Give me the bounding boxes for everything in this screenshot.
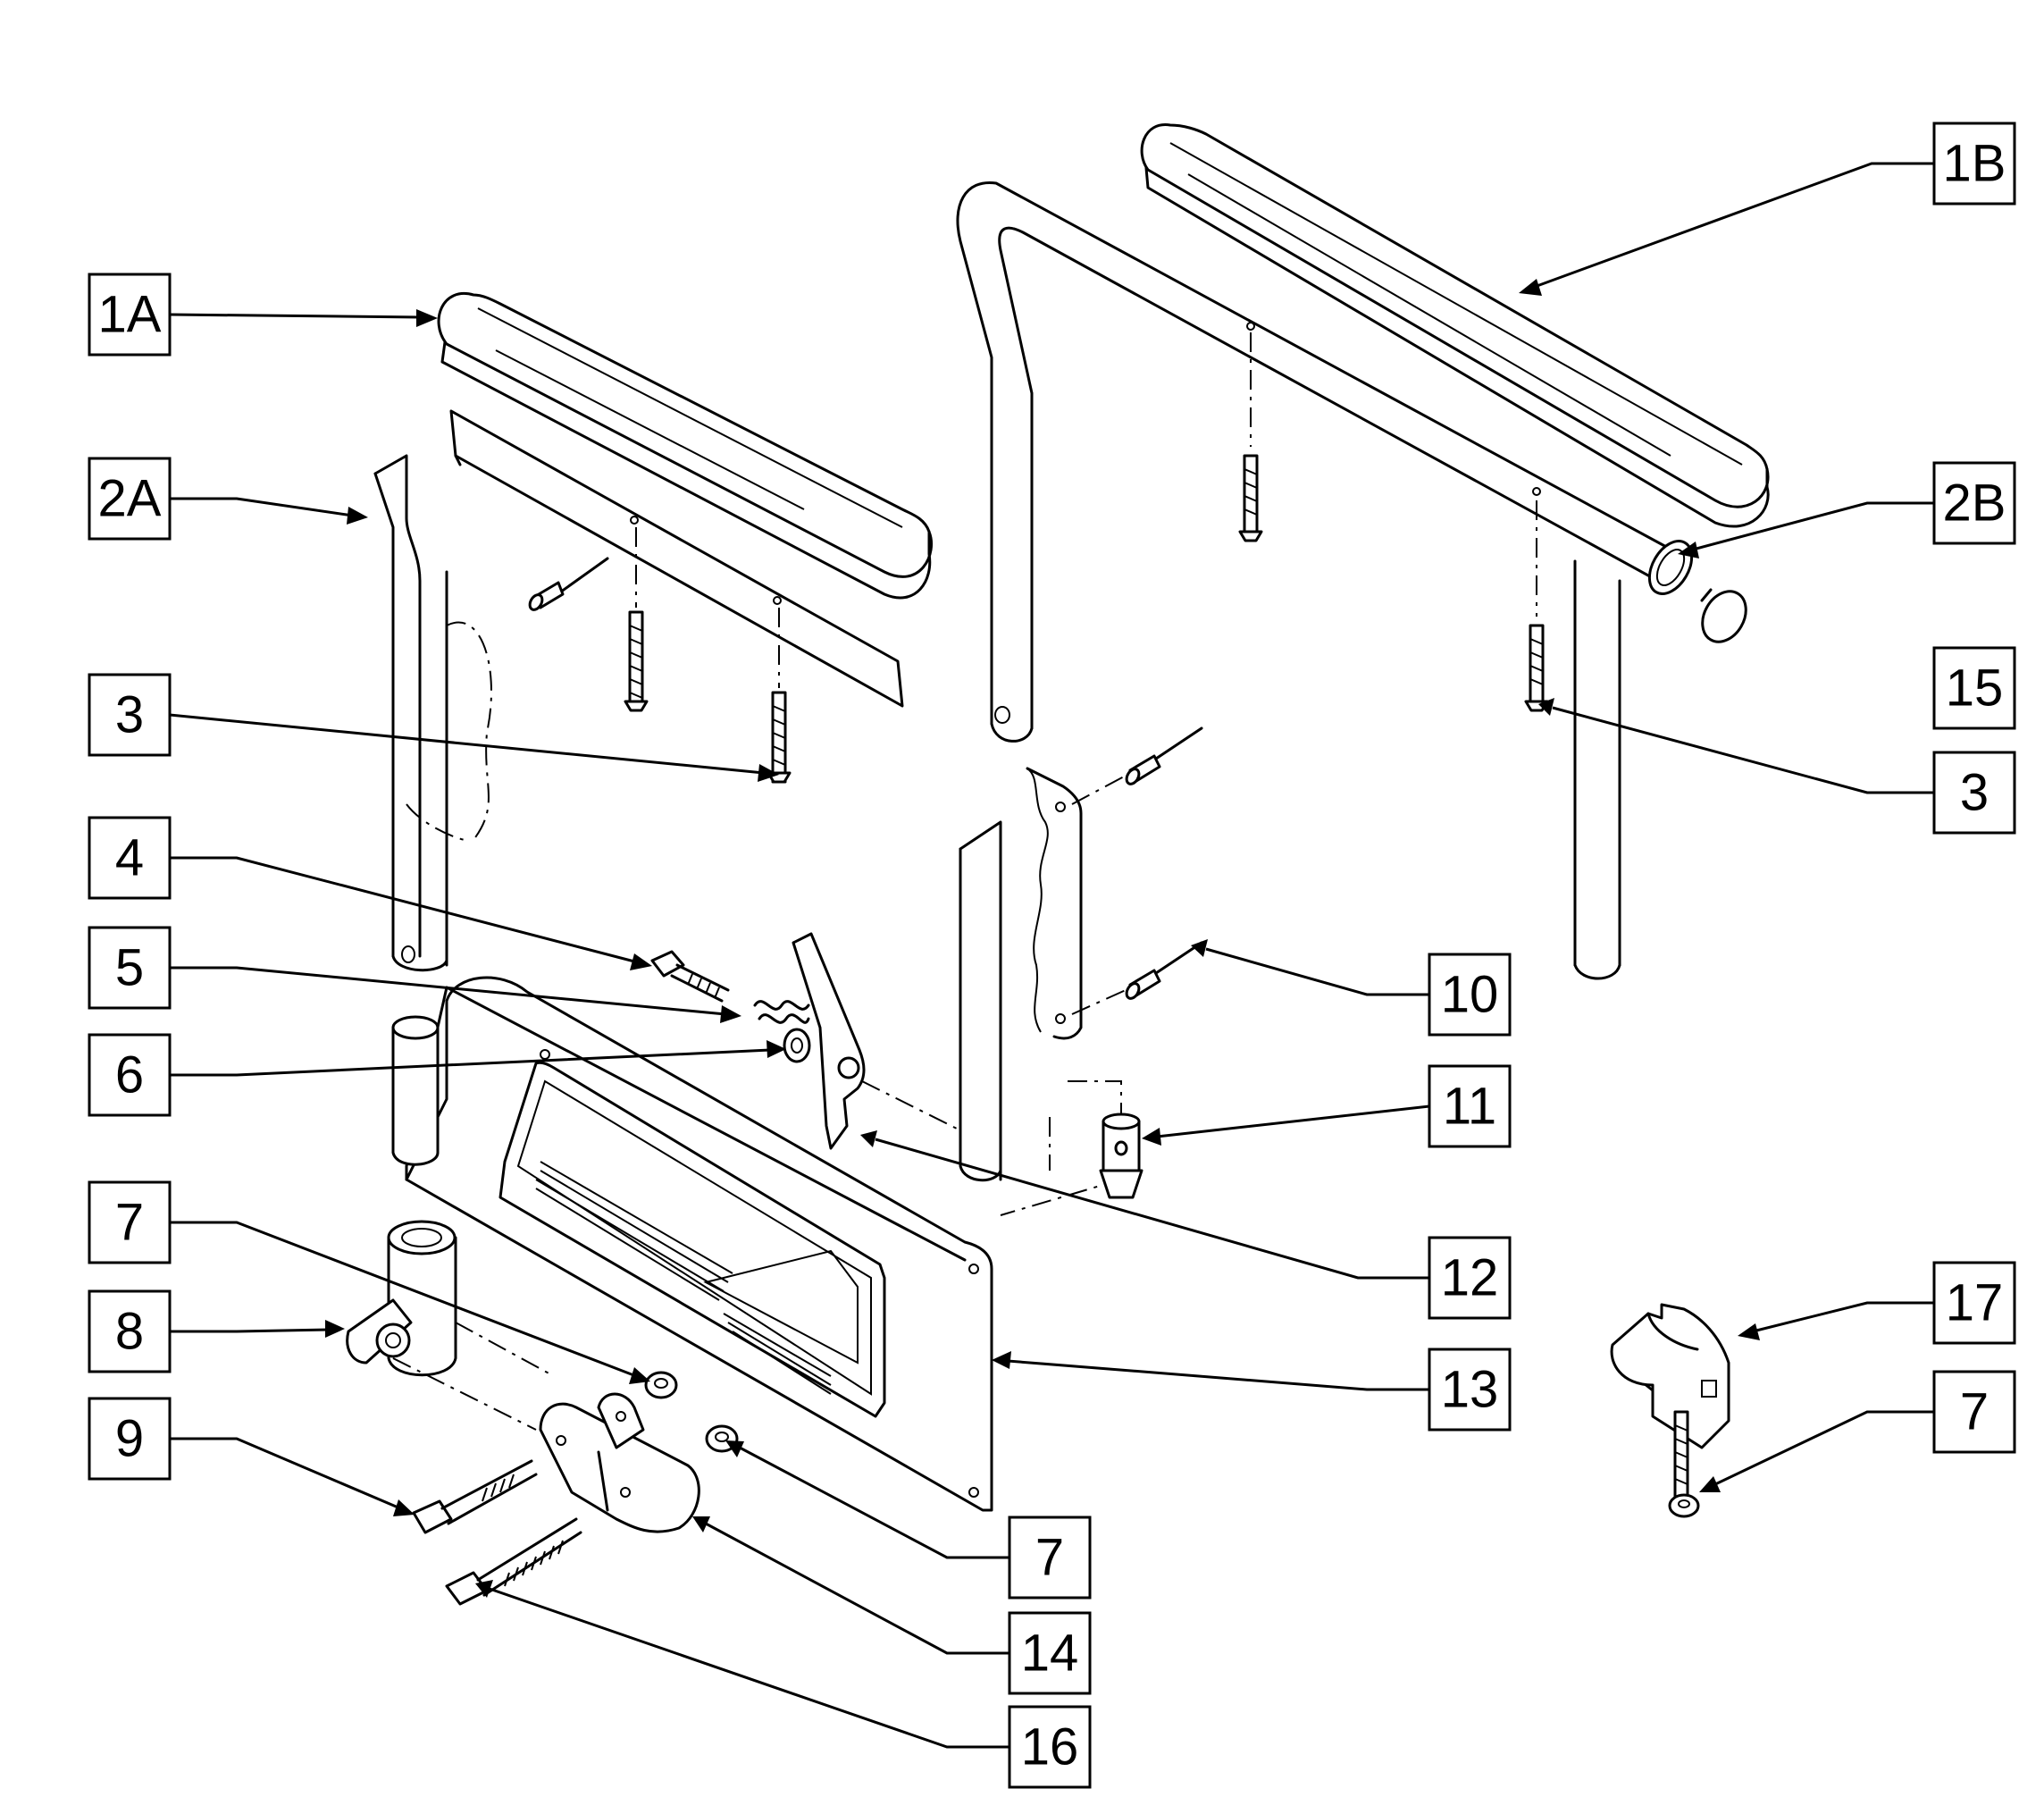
callout-12: 12 <box>1428 1236 1512 1320</box>
bracket-14 <box>539 1392 700 1533</box>
callout-8: 8 <box>88 1289 172 1373</box>
svg-text:17: 17 <box>1946 1274 2004 1332</box>
callout-11: 11 <box>1428 1064 1512 1148</box>
callout-2a: 2A <box>88 457 172 541</box>
callout-15: 15 <box>1932 646 2016 730</box>
svg-text:8: 8 <box>115 1303 144 1361</box>
callout-4: 4 <box>88 816 172 900</box>
bolt-16 <box>445 1517 582 1606</box>
svg-text:16: 16 <box>1021 1718 1079 1776</box>
svg-text:7: 7 <box>1035 1529 1064 1587</box>
armrest-frame-tube <box>956 181 1681 980</box>
svg-text:14: 14 <box>1021 1625 1079 1683</box>
rivet-10-lower <box>1071 941 1203 1015</box>
svg-text:12: 12 <box>1441 1249 1499 1307</box>
svg-text:3: 3 <box>115 686 144 744</box>
callout-5: 5 <box>88 926 172 1010</box>
callout-1b: 1B <box>1932 122 2016 206</box>
svg-text:1A: 1A <box>98 286 162 344</box>
callout-9: 9 <box>88 1397 172 1481</box>
screw-3-right-b <box>1524 500 1549 712</box>
svg-text:1B: 1B <box>1943 135 2006 193</box>
callout-17: 17 <box>1932 1261 2016 1345</box>
nut-7-upper <box>644 1371 678 1399</box>
svg-text:13: 13 <box>1441 1361 1499 1419</box>
left-arm-bracket <box>449 409 904 708</box>
leader-lines <box>169 162 1934 1749</box>
spring-5 <box>753 1000 810 1024</box>
push-pin-11 <box>1099 1113 1143 1199</box>
svg-text:5: 5 <box>115 939 144 997</box>
svg-text:2A: 2A <box>98 470 162 528</box>
svg-text:10: 10 <box>1441 966 1499 1024</box>
bolt-4 <box>650 950 730 1003</box>
callout-10: 10 <box>1428 953 1512 1037</box>
callout-14: 14 <box>1008 1611 1092 1695</box>
callout-7-right: 7 <box>1932 1370 2016 1454</box>
svg-text:4: 4 <box>115 829 144 887</box>
callout-13: 13 <box>1428 1348 1512 1432</box>
svg-text:3: 3 <box>1960 764 1989 822</box>
callout-2b: 2B <box>1932 461 2016 545</box>
svg-text:7: 7 <box>115 1194 144 1252</box>
callout-3-right: 3 <box>1932 751 2016 835</box>
callout-6: 6 <box>88 1033 172 1117</box>
svg-text:6: 6 <box>115 1046 144 1104</box>
callout-7-mid: 7 <box>1008 1516 1092 1600</box>
rivet-left-upper <box>528 557 609 611</box>
side-panel-10 <box>959 767 1122 1216</box>
callout-3-left: 3 <box>88 673 172 757</box>
armpad-1a <box>437 291 934 605</box>
side-guard-panel-13 <box>405 976 993 1512</box>
armrest-post-2a <box>373 454 492 972</box>
bolt-9 <box>412 1459 538 1534</box>
tube-end-2b <box>1647 540 1694 595</box>
receiver-8 <box>346 1220 555 1431</box>
screw-3-left-a <box>624 527 649 712</box>
svg-text:9: 9 <box>115 1410 144 1468</box>
rivet-10-upper <box>1071 726 1203 805</box>
callout-16: 16 <box>1008 1705 1092 1789</box>
callout-7-left: 7 <box>88 1180 172 1264</box>
svg-text:15: 15 <box>1946 659 2004 718</box>
lock-lever-12 <box>792 932 961 1150</box>
nut-7-right <box>1668 1493 1700 1518</box>
washer-6 <box>783 1028 811 1063</box>
end-cap-15 <box>1700 588 1747 643</box>
armpad-1b <box>1140 123 1770 528</box>
clamp-17 <box>1610 1303 1730 1503</box>
upper-receiver <box>391 1015 440 1166</box>
svg-text:7: 7 <box>1960 1383 1989 1441</box>
svg-text:2B: 2B <box>1943 474 2006 533</box>
screw-3-right-a <box>1238 332 1263 542</box>
svg-text:11: 11 <box>1443 1078 1496 1136</box>
callout-1a: 1A <box>88 273 172 357</box>
